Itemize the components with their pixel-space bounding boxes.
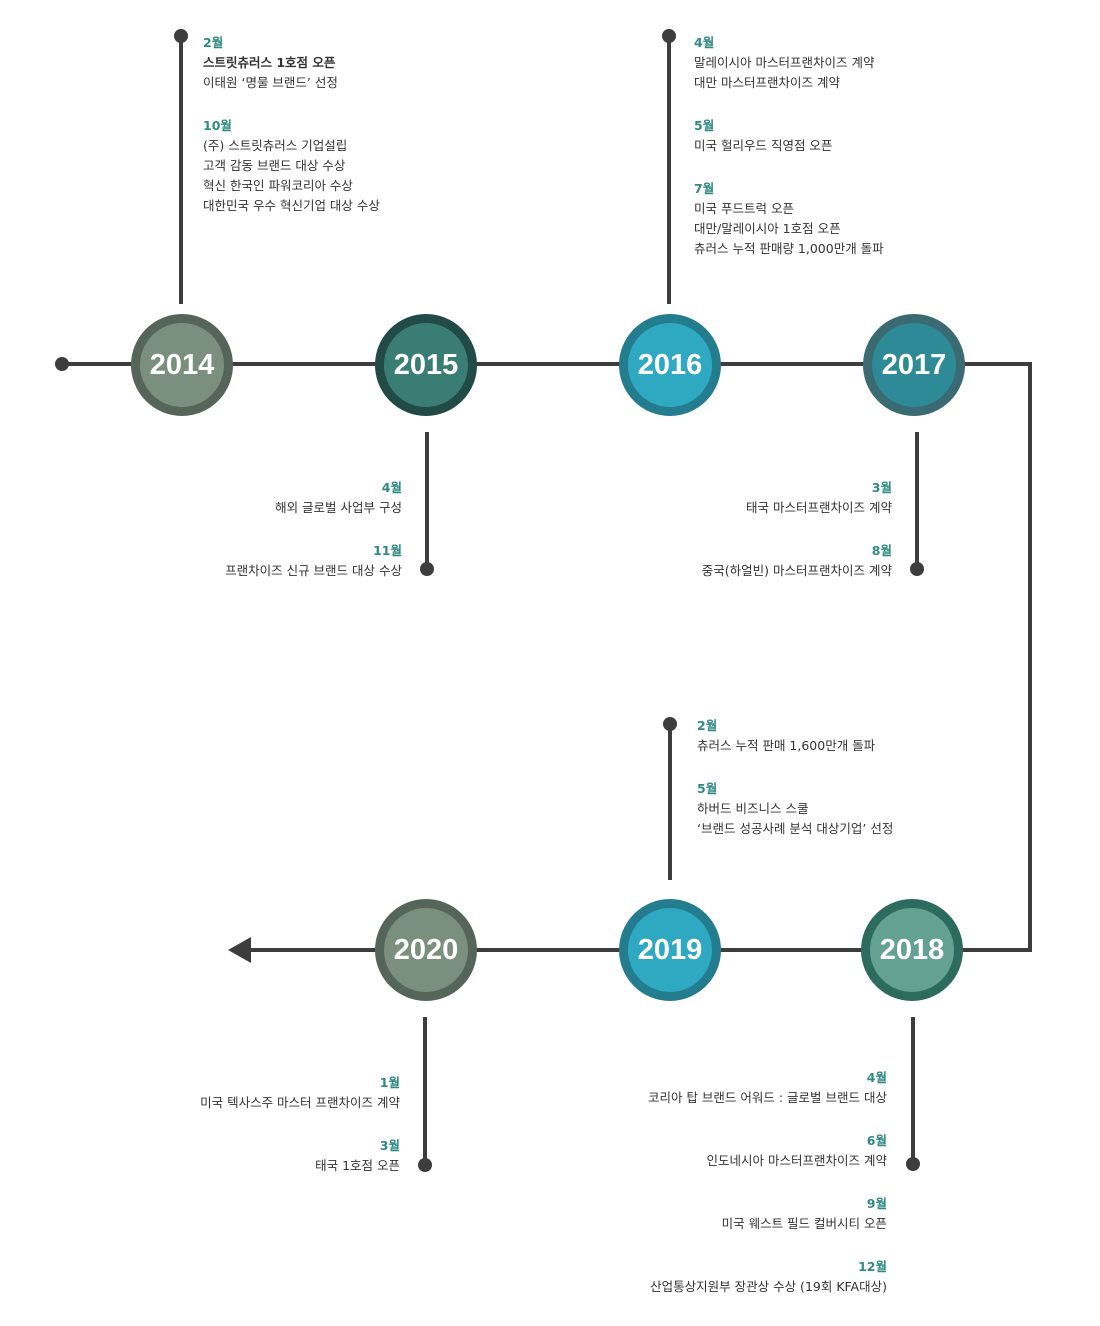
event-entry: 2월 스트릿츄러스 1호점 오픈 이태원 ‘명물 브랜드’ 선정	[203, 33, 380, 93]
event-month: 6월	[866, 1133, 887, 1148]
event-entry: 10월 (주) 스트릿츄러스 기업설립 고객 감동 브랜드 대상 수상 혁신 한…	[203, 116, 380, 216]
year-circle-2015: 2015	[375, 314, 477, 416]
event-month: 1월	[379, 1075, 400, 1090]
event-item: 말레이시아 마스터프랜차이즈 계약	[694, 55, 875, 70]
event-month: 8월	[871, 543, 892, 558]
event-month: 11월	[373, 543, 402, 558]
branch-2019-dot	[663, 717, 677, 731]
branch-2018-dot	[906, 1157, 920, 1171]
event-entry: 7월 미국 푸드트럭 오픈 대만/말레이시아 1호점 오픈 츄러스 누적 판매량…	[694, 179, 884, 259]
events-2020: 1월 미국 텍사스주 마스터 프랜차이즈 계약 3월 태국 1호점 오픈	[200, 1073, 400, 1199]
year-circle-2018: 2018	[861, 899, 963, 1001]
event-entry: 4월 코리아 탑 브랜드 어워드 : 글로벌 브랜드 대상	[648, 1068, 887, 1108]
branch-2016-dot	[662, 29, 676, 43]
branch-2015-dot	[420, 562, 434, 576]
event-month: 12월	[858, 1259, 887, 1274]
events-2019: 2월 츄러스 누적 판매 1,600만개 돌파 5월 하버드 비즈니스 스쿨 ‘…	[697, 716, 893, 862]
event-month: 3월	[379, 1138, 400, 1153]
event-item: 산업통상지원부 장관상 수상 (19회 KFA대상)	[650, 1279, 887, 1294]
event-entry: 6월 인도네시아 마스터프랜차이즈 계약	[648, 1131, 887, 1171]
event-entry: 2월 츄러스 누적 판매 1,600만개 돌파	[697, 716, 893, 756]
event-entry: 4월 말레이시아 마스터프랜차이즈 계약 대만 마스터프랜차이즈 계약	[694, 33, 884, 93]
timeline-start-dot	[55, 357, 69, 371]
event-item: 미국 푸드트럭 오픈	[694, 201, 794, 216]
event-item: 미국 텍사스주 마스터 프랜차이즈 계약	[200, 1095, 400, 1110]
event-entry: 11월 프랜차이즈 신규 브랜드 대상 수상	[225, 541, 402, 581]
year-circle-2019: 2019	[619, 899, 721, 1001]
year-circle-2016: 2016	[619, 314, 721, 416]
event-item: 이태원 ‘명물 브랜드’ 선정	[203, 75, 338, 90]
branch-2020-dot	[418, 1158, 432, 1172]
event-item: 고객 감동 브랜드 대상 수상	[203, 158, 346, 173]
event-item: 츄러스 누적 판매량 1,000만개 돌파	[694, 241, 884, 256]
event-entry: 3월 태국 마스터프랜차이즈 계약	[702, 478, 892, 518]
event-month: 7월	[694, 181, 715, 196]
event-item: 하버드 비즈니스 스쿨	[697, 801, 809, 816]
event-item: 대한민국 우수 혁신기업 대상 수상	[203, 198, 380, 213]
event-item: 대만 마스터프랜차이즈 계약	[694, 75, 840, 90]
event-item: 혁신 한국인 파워코리아 수상	[203, 178, 353, 193]
event-item: 스트릿츄러스 1호점 오픈	[203, 55, 336, 70]
event-month: 2월	[203, 35, 224, 50]
event-entry: 5월 하버드 비즈니스 스쿨 ‘브랜드 성공사례 분석 대상기업’ 선정	[697, 779, 893, 839]
event-entry: 8월 중국(하얼빈) 마스터프랜차이즈 계약	[702, 541, 892, 581]
event-entry: 1월 미국 텍사스주 마스터 프랜차이즈 계약	[200, 1073, 400, 1113]
event-item: 코리아 탑 브랜드 어워드 : 글로벌 브랜드 대상	[647, 1090, 887, 1105]
branch-2014-dot	[174, 29, 188, 43]
events-2018: 4월 코리아 탑 브랜드 어워드 : 글로벌 브랜드 대상 6월 인도네시아 마…	[648, 1068, 887, 1320]
timeline-path	[62, 362, 1032, 952]
events-2015: 4월 해외 글로벌 사업부 구성 11월 프랜차이즈 신규 브랜드 대상 수상	[225, 478, 402, 604]
event-item: 미국 웨스트 필드 컬버시티 오픈	[721, 1216, 887, 1231]
event-entry: 9월 미국 웨스트 필드 컬버시티 오픈	[648, 1194, 887, 1234]
branch-2017-dot	[910, 562, 924, 576]
event-item: 대만/말레이시아 1호점 오픈	[694, 221, 841, 236]
event-month: 4월	[381, 480, 402, 495]
event-item: 츄러스 누적 판매 1,600만개 돌파	[697, 738, 876, 753]
event-month: 9월	[866, 1196, 887, 1211]
event-month: 4월	[866, 1070, 887, 1085]
event-month: 2월	[697, 718, 718, 733]
event-item: 해외 글로벌 사업부 구성	[275, 500, 402, 515]
event-entry: 4월 해외 글로벌 사업부 구성	[225, 478, 402, 518]
event-entry: 5월 미국 헐리우드 직영점 오픈	[694, 116, 884, 156]
year-circle-2020: 2020	[375, 899, 477, 1001]
event-item: 중국(하얼빈) 마스터프랜차이즈 계약	[701, 563, 892, 578]
event-item: 태국 마스터프랜차이즈 계약	[746, 500, 892, 515]
event-item: (주) 스트릿츄러스 기업설립	[203, 138, 348, 153]
events-2017: 3월 태국 마스터프랜차이즈 계약 8월 중국(하얼빈) 마스터프랜차이즈 계약	[702, 478, 892, 604]
event-item: 미국 헐리우드 직영점 오픈	[694, 138, 833, 153]
event-item: 프랜차이즈 신규 브랜드 대상 수상	[225, 563, 402, 578]
event-entry: 12월 산업통상지원부 장관상 수상 (19회 KFA대상)	[648, 1257, 887, 1297]
event-month: 5월	[697, 781, 718, 796]
year-circle-2017: 2017	[863, 314, 965, 416]
event-month: 10월	[203, 118, 232, 133]
event-entry: 3월 태국 1호점 오픈	[200, 1136, 400, 1176]
events-2014: 2월 스트릿츄러스 1호점 오픈 이태원 ‘명물 브랜드’ 선정 10월 (주)…	[203, 33, 380, 239]
timeline-arrow-icon	[228, 937, 251, 963]
year-circle-2014: 2014	[131, 314, 233, 416]
event-item: ‘브랜드 성공사례 분석 대상기업’ 선정	[697, 821, 894, 836]
event-month: 4월	[694, 35, 715, 50]
event-month: 3월	[871, 480, 892, 495]
events-2016: 4월 말레이시아 마스터프랜차이즈 계약 대만 마스터프랜차이즈 계약 5월 미…	[694, 33, 884, 282]
event-item: 태국 1호점 오픈	[315, 1158, 400, 1173]
event-month: 5월	[694, 118, 715, 133]
event-item: 인도네시아 마스터프랜차이즈 계약	[706, 1153, 887, 1168]
